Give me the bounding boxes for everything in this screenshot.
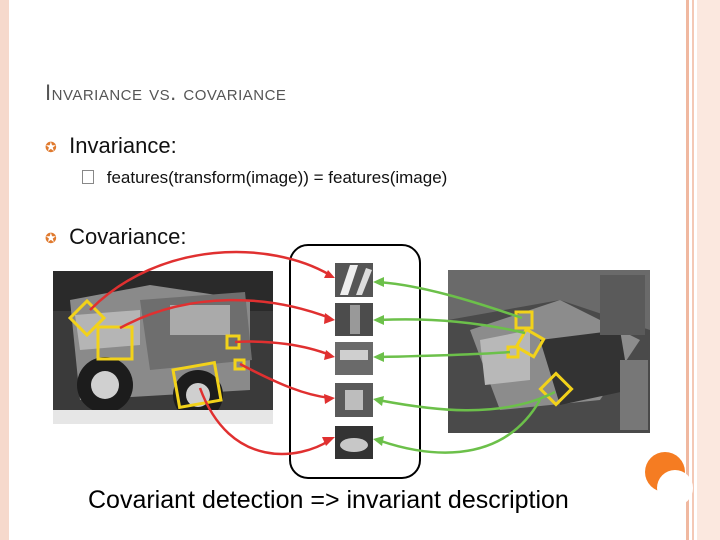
patch-panel [290, 245, 420, 478]
caption: Covariant detection => invariant descrip… [88, 486, 569, 515]
right-photo [448, 270, 650, 433]
decor-circle-mask [657, 470, 693, 506]
